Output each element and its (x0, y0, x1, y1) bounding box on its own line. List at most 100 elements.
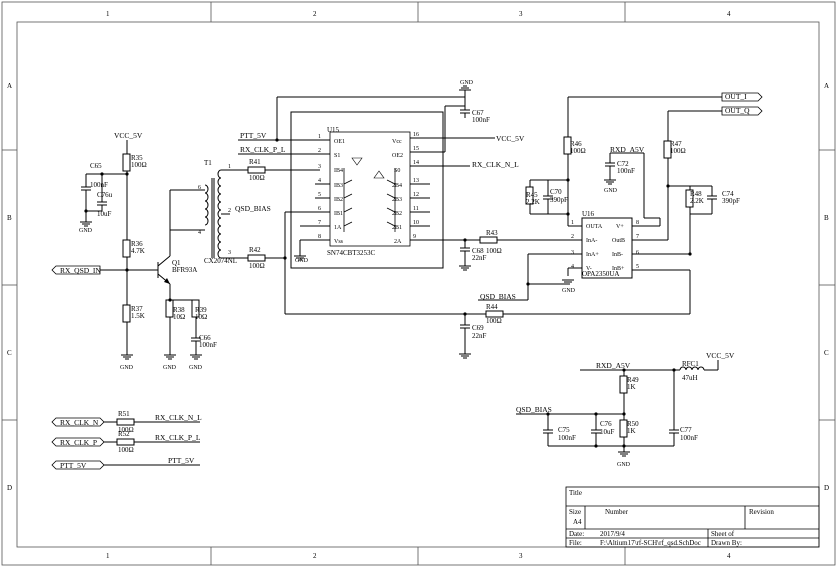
out-i-label: OUT_I (725, 92, 747, 101)
r37-resistor (122, 304, 131, 323)
c77-value: 100nF (680, 434, 698, 442)
r49-value: 1K (627, 383, 636, 391)
u15-pin10-name: 2B1 (392, 225, 402, 231)
u15-pin16-name: Vcc (392, 139, 402, 145)
rx-clk-p-label: RX_CLK_P (60, 438, 97, 447)
u15-pin9-name: 2A (394, 239, 402, 245)
r51-ref: R51 (118, 410, 130, 418)
r43-value: 100Ω (486, 247, 502, 255)
rx-clk-n-l-out-label: RX_CLK_N_L (155, 413, 202, 422)
rfc1-inductor (679, 366, 705, 371)
r52-ref: R52 (118, 430, 130, 438)
frame-row-b-left: B (7, 214, 12, 222)
r41-ref: R41 (249, 158, 261, 166)
frame-col-2-bottom: 2 (313, 552, 317, 560)
r38-value: 10Ω (173, 313, 185, 321)
r47-ref: R47 (670, 140, 682, 148)
u15-pin15-name: OE2 (392, 153, 403, 159)
r37-value: 1.5K (131, 312, 145, 320)
r43-ref: R43 (486, 229, 498, 237)
q1-value: BFR93A (172, 266, 197, 274)
gnd-symbol-2 (121, 354, 133, 360)
c68-value: 22nF (472, 254, 487, 262)
junction-dots (84, 138, 692, 448)
frame-row-a-right: A (824, 82, 829, 90)
c75-ref: C75 (558, 426, 570, 434)
u15-pin13-name: 2B4 (392, 183, 402, 189)
r39-value: 10Ω (195, 313, 207, 321)
u15-pin14-num: 14 (413, 160, 419, 166)
r35-value: 100Ω (131, 161, 147, 169)
clock-inputs: RX_CLK_N R51 100Ω RX_CLK_N_L RX_CLK_P R5… (51, 410, 202, 470)
rxd-a5v-net-label: RXD_A5V (610, 145, 645, 154)
frame-row-d-left: D (7, 484, 12, 492)
c70-ref: C70 (550, 188, 562, 196)
r50-resistor (619, 419, 628, 438)
gnd-label-bias: GND (617, 462, 631, 468)
size-value: A4 (573, 518, 582, 526)
u16-value: OPA2350UA (582, 270, 619, 278)
drawn-by-label: Drawn By: (711, 539, 742, 547)
t1-transformer: T1 6 4 1 2 3 CX2074NL QSD_BIAS (198, 159, 271, 265)
gnd-symbol-c67 (459, 85, 471, 91)
gnd-label-u16: GND (562, 288, 576, 294)
c69-ref: C69 (472, 324, 484, 332)
vcc5v-net-label: VCC_5V (114, 131, 143, 140)
rx-clk-n-label: RX_CLK_N (60, 418, 99, 427)
u15-pin7-name: 1A (334, 225, 342, 231)
r38-ref: R38 (173, 306, 185, 314)
u15-pin3-name: IB4 (334, 168, 343, 174)
out-q-port (721, 106, 763, 116)
r52-resistor (116, 438, 135, 446)
u15-pin11-name: 2B2 (392, 211, 402, 217)
u16-pin4-num: 4 (571, 264, 574, 270)
r36-value: 4.7K (131, 247, 145, 255)
r47-value: 100Ω (670, 147, 686, 155)
vcc5v-u15-label: VCC_5V (496, 134, 525, 143)
c66-value: 100nF (199, 341, 217, 349)
file-label: File: (569, 539, 582, 547)
u15-pin11-num: 11 (413, 206, 419, 212)
out-i-port (721, 92, 763, 102)
t1-pin4: 4 (198, 230, 201, 236)
u16-pin6-num: 6 (636, 250, 639, 256)
u15-pin2-num: 2 (318, 148, 321, 154)
t1-secondary-coil (217, 169, 222, 259)
u15-pin1-name: OE1 (334, 139, 345, 145)
u15-pin2-name: S1 (334, 153, 340, 159)
u16-pin2-name: InA- (586, 238, 597, 244)
r44-value: 100Ω (486, 317, 502, 325)
frame-col-2-top: 2 (313, 10, 317, 18)
u16-pin2-num: 2 (571, 234, 574, 240)
u15-pin10-num: 10 (413, 220, 419, 226)
ptt-5v-out-label: PTT_5V (168, 456, 195, 465)
r45-ref: R45 (526, 191, 538, 199)
gnd-symbol-3 (164, 354, 176, 360)
u16-pin8-num: 8 (636, 220, 639, 226)
u16-pin8-name: V+ (616, 224, 624, 230)
r45-value: 2.2K (526, 198, 540, 206)
gnd-label-c72: GND (604, 188, 618, 194)
u15-mux: U15 SN74CBT3253C VCC_5V RX_CLK_N_L PTT_5… (238, 96, 525, 269)
u16-pin3-name: InA+ (586, 252, 599, 258)
t1-pin2: 2 (228, 208, 231, 214)
title-block: Title Size A4 Number Revision Date: 2017… (565, 486, 820, 548)
u15-pin16-num: 16 (413, 132, 419, 138)
c74-ref: C74 (722, 190, 734, 198)
date-label: Date: (569, 530, 584, 538)
input-amplifier: VCC_5V R35 100Ω C65 100nF C76u 10uF GND … (51, 131, 217, 371)
gnd-symbol-bias (618, 451, 630, 457)
number-label: Number (605, 508, 629, 516)
u15-pin8-name: Vss (334, 239, 344, 245)
r35-ref: R35 (131, 154, 143, 162)
r35-resistor (122, 153, 131, 172)
size-label: Size (569, 508, 581, 516)
gnd-label-3: GND (163, 365, 177, 371)
u16-pin1-num: 1 (571, 220, 574, 226)
r38-resistor (165, 299, 174, 318)
rx-clk-p-l-net-label: RX_CLK_P_L (240, 145, 286, 154)
r46-value: 100Ω (570, 147, 586, 155)
gnd-label-2: GND (120, 365, 134, 371)
rx-clk-p-port (51, 437, 105, 447)
